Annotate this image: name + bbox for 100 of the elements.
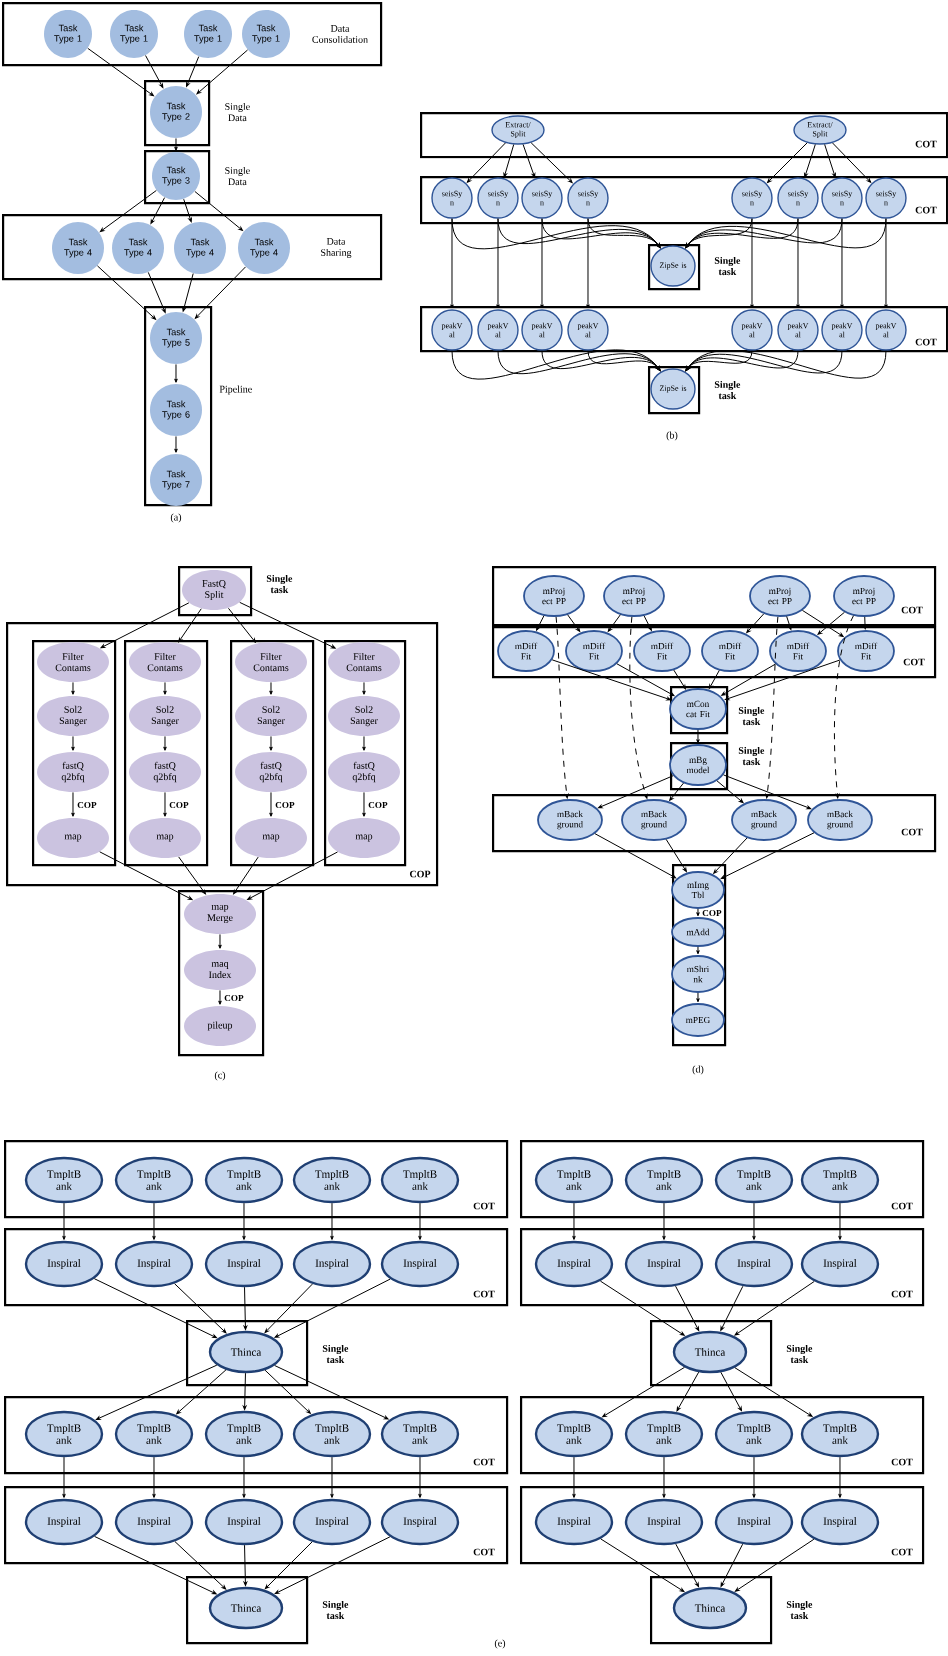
arrow	[696, 729, 700, 744]
arrow	[616, 663, 675, 697]
arrow	[685, 218, 887, 249]
arrow	[838, 1202, 842, 1240]
arrow	[676, 1371, 700, 1412]
arrow	[734, 1280, 815, 1336]
arrow	[242, 1202, 246, 1240]
arrow	[71, 791, 75, 817]
arrow	[685, 350, 887, 379]
arrow	[586, 218, 590, 309]
arrow	[675, 1543, 699, 1588]
dashed-arrow	[629, 616, 648, 799]
arrow	[93, 1278, 217, 1339]
arrow	[87, 47, 154, 97]
arrow	[227, 607, 256, 643]
arrow	[832, 142, 872, 183]
arrow	[62, 1456, 66, 1498]
arrow	[147, 271, 166, 313]
arrow	[734, 1367, 813, 1417]
arrow	[176, 1369, 227, 1415]
arrow	[724, 659, 841, 701]
arrow	[71, 681, 75, 695]
arrow	[174, 1283, 227, 1334]
arrow	[696, 992, 700, 1003]
arrow	[796, 218, 800, 309]
arrow	[274, 1536, 391, 1594]
arrow	[722, 774, 812, 810]
arrow	[269, 791, 273, 817]
arrow	[503, 144, 515, 178]
arrow	[418, 1202, 422, 1240]
arrow	[274, 1365, 389, 1420]
arrow	[587, 350, 661, 371]
arrow	[362, 735, 366, 751]
arrow	[567, 614, 581, 632]
arrow	[716, 780, 744, 804]
arrow	[734, 1538, 815, 1592]
arrow	[536, 615, 545, 631]
arrow	[178, 608, 202, 643]
arrow	[269, 735, 273, 751]
arrow	[242, 1456, 246, 1498]
arrow	[150, 197, 166, 224]
arrow	[838, 1456, 842, 1498]
arrow	[696, 946, 700, 955]
arrow	[99, 851, 193, 901]
arrow	[662, 1456, 666, 1498]
arrow	[643, 615, 652, 631]
arrow	[100, 602, 190, 649]
dashed-arrow	[833, 615, 854, 799]
dashed-arrow	[555, 616, 569, 799]
arrow	[863, 616, 867, 630]
arrow	[152, 1456, 156, 1498]
arrow	[330, 1456, 334, 1498]
arrow	[669, 782, 684, 801]
arrow	[665, 838, 687, 873]
arrow	[685, 350, 753, 371]
arrow	[194, 191, 243, 231]
arrow	[530, 142, 573, 184]
arrow	[541, 350, 661, 371]
arrow	[330, 1202, 334, 1240]
arrow	[450, 218, 454, 309]
arrow	[62, 1202, 66, 1240]
arrow	[174, 137, 178, 151]
arrow	[597, 775, 674, 809]
arrow	[685, 350, 843, 374]
arrow	[418, 1456, 422, 1498]
arrow	[720, 1371, 742, 1412]
arrow	[174, 1541, 227, 1590]
arrow	[720, 832, 815, 880]
arrow	[264, 1283, 313, 1333]
arrow	[145, 55, 164, 89]
arrow	[163, 735, 167, 751]
dashed-arrow	[765, 616, 779, 799]
arrow	[163, 681, 167, 695]
arrow	[362, 681, 366, 695]
arrow	[752, 1202, 756, 1240]
arrow	[602, 1366, 685, 1418]
arrow	[466, 142, 506, 183]
arrow	[174, 363, 178, 383]
arrow	[243, 1544, 248, 1586]
arrow	[163, 791, 167, 817]
arrow	[218, 933, 222, 949]
arrow	[233, 856, 259, 895]
arrow	[522, 143, 536, 178]
arrow	[95, 1364, 218, 1420]
arrow	[239, 601, 336, 649]
arrow	[269, 681, 273, 695]
arrow	[721, 663, 776, 696]
arrow	[767, 142, 808, 183]
arrow	[840, 218, 844, 309]
arrow	[94, 1535, 217, 1595]
arrow	[242, 1372, 247, 1410]
arrow	[750, 218, 754, 309]
arrow	[572, 1202, 576, 1240]
arrow	[786, 615, 792, 630]
arrow	[752, 1456, 756, 1498]
arrow	[183, 198, 192, 223]
arrow	[152, 1202, 156, 1240]
arrow	[182, 273, 194, 312]
arrow	[662, 1202, 666, 1240]
arrow	[99, 189, 157, 233]
